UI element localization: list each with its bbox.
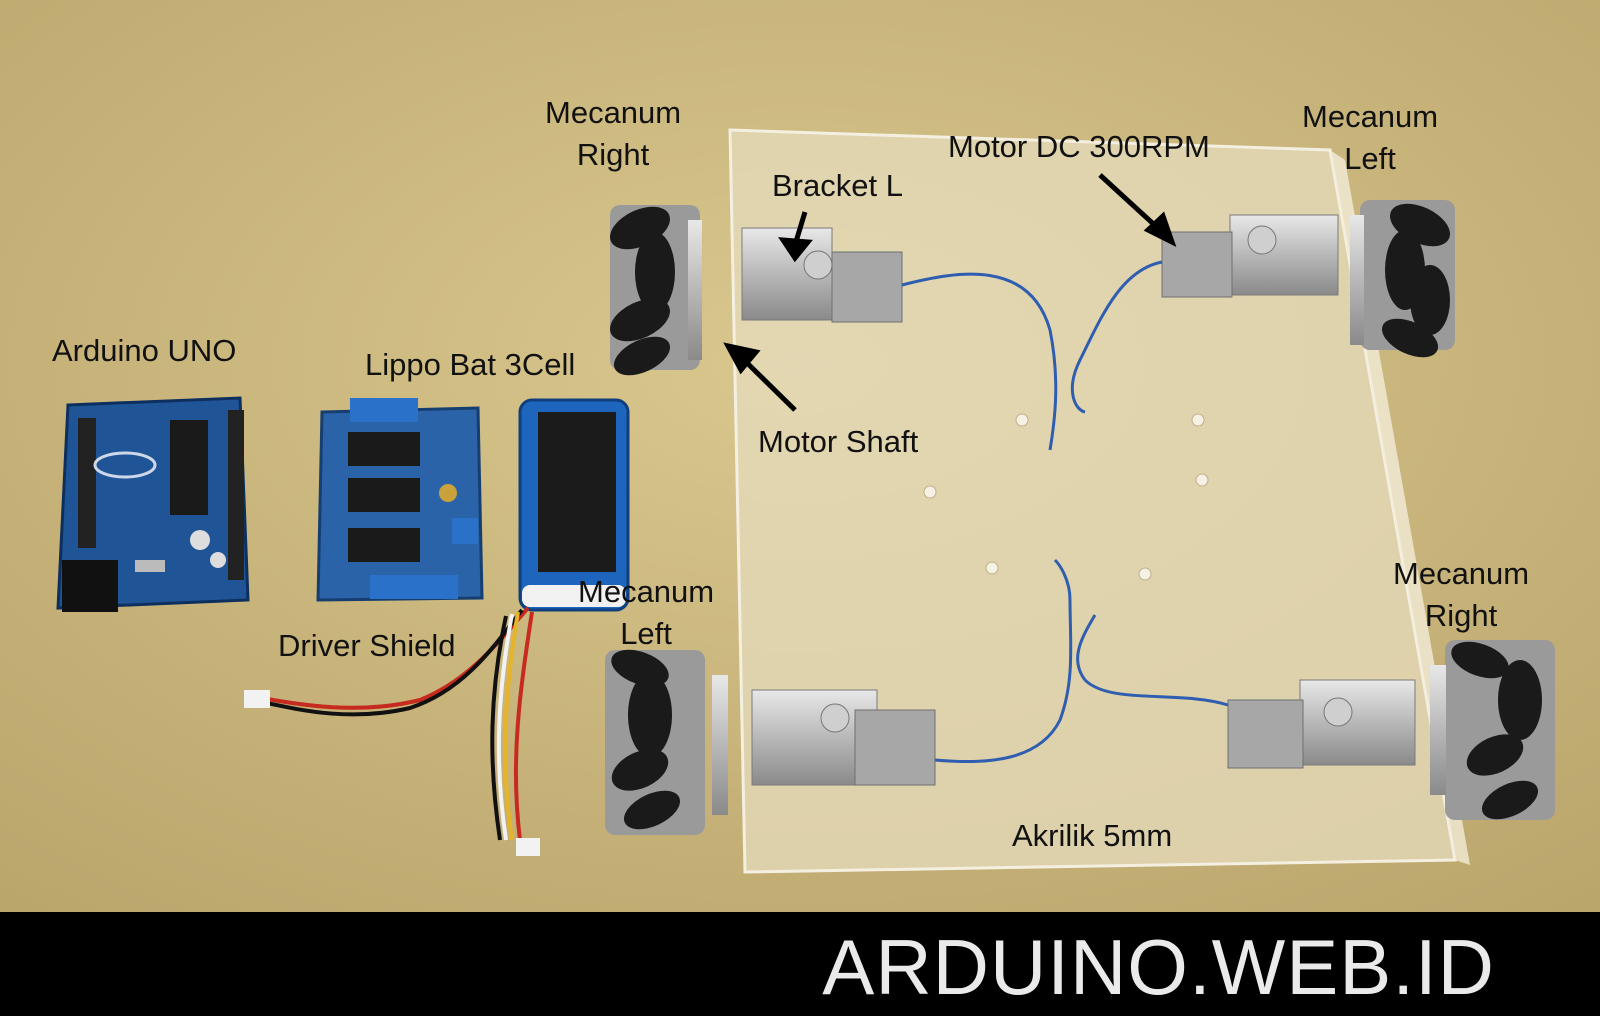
label-mecanum-right-bottom: Mecanum Right [1393, 553, 1529, 637]
acrylic-holes [923, 413, 1209, 581]
mecanum-wheel-bottom-right [1430, 640, 1555, 820]
label-line: Mecanum [545, 95, 682, 130]
lipo-battery [518, 398, 630, 612]
footer-bar: ARDUINO.WEB.ID [0, 912, 1600, 1016]
motor-wires [901, 260, 1229, 764]
battery-plug [244, 690, 270, 708]
label-line: Right [576, 136, 650, 172]
label-mecanum-right-top: Mecanum Right [545, 92, 681, 176]
label-bracket-l: Bracket L [772, 168, 903, 203]
label-motor-dc: Motor DC 300RPM [948, 129, 1210, 164]
watermark-text: ARDUINO.WEB.ID [822, 923, 1495, 1011]
motor-bottom-left [751, 689, 936, 786]
label-arduino-uno: Arduino UNO [52, 333, 237, 368]
label-mecanum-left-top: Mecanum Left [1302, 96, 1438, 180]
battery-wires [261, 606, 534, 841]
mecanum-wheel-top-right [1350, 200, 1455, 358]
label-lippo-bat: Lippo Bat 3Cell [365, 347, 576, 382]
mecanum-wheel-bottom-left [605, 649, 728, 835]
label-line: Mecanum [1302, 99, 1439, 134]
label-line: Left [620, 615, 672, 651]
driver-shield-board [316, 398, 484, 602]
label-akrilik: Akrilik 5mm [1012, 818, 1173, 853]
label-driver-shield: Driver Shield [278, 628, 456, 663]
motor-bottom-right [1227, 679, 1416, 769]
arduino-uno-board [56, 396, 250, 612]
label-line: Right [1424, 597, 1498, 633]
label-motor-shaft: Motor Shaft [758, 424, 919, 459]
motor-top-right [1161, 214, 1339, 298]
label-mecanum-left-bottom: Mecanum Left [578, 571, 714, 655]
mecanum-wheel-top-left [610, 205, 702, 376]
label-line: Mecanum [1393, 556, 1530, 591]
annotation-arrows [723, 173, 1177, 412]
label-line: Mecanum [578, 574, 715, 609]
label-line: Left [1344, 140, 1396, 176]
balance-plug [516, 838, 540, 856]
